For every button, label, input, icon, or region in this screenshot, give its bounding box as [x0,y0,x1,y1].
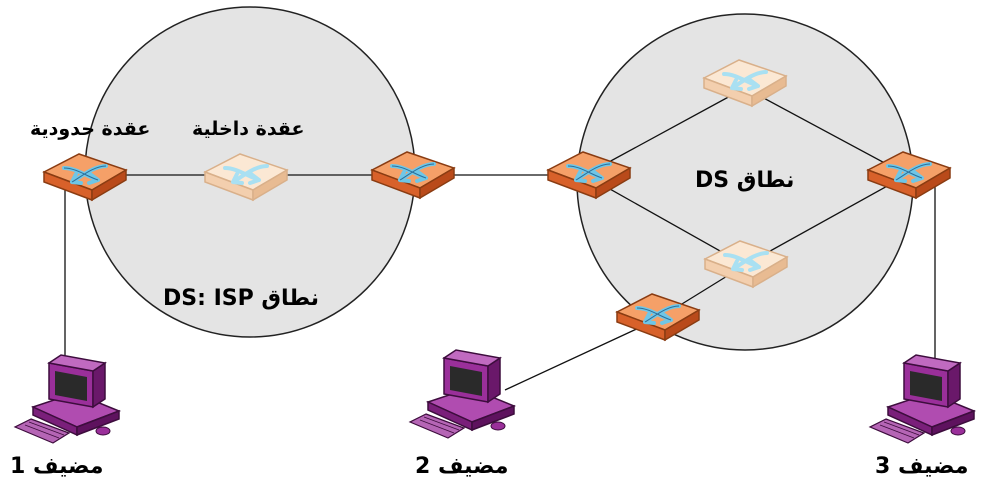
host-3-label: مضيف 3 [875,454,969,479]
computer-icon-host1 [14,354,120,444]
host-1-label: مضيف 1 [10,454,104,479]
edge-node-label: عقدة حدودية [30,118,151,140]
isp-domain-label: نطاق DS: ISP [163,286,319,311]
computer-icon-host2 [409,349,515,439]
ds-domain-label: نطاق DS [695,168,795,193]
interior-node-label: عقدة داخلية [192,118,305,140]
host-2-label: مضيف 2 [415,454,509,479]
computer-icon-host3 [869,354,975,444]
